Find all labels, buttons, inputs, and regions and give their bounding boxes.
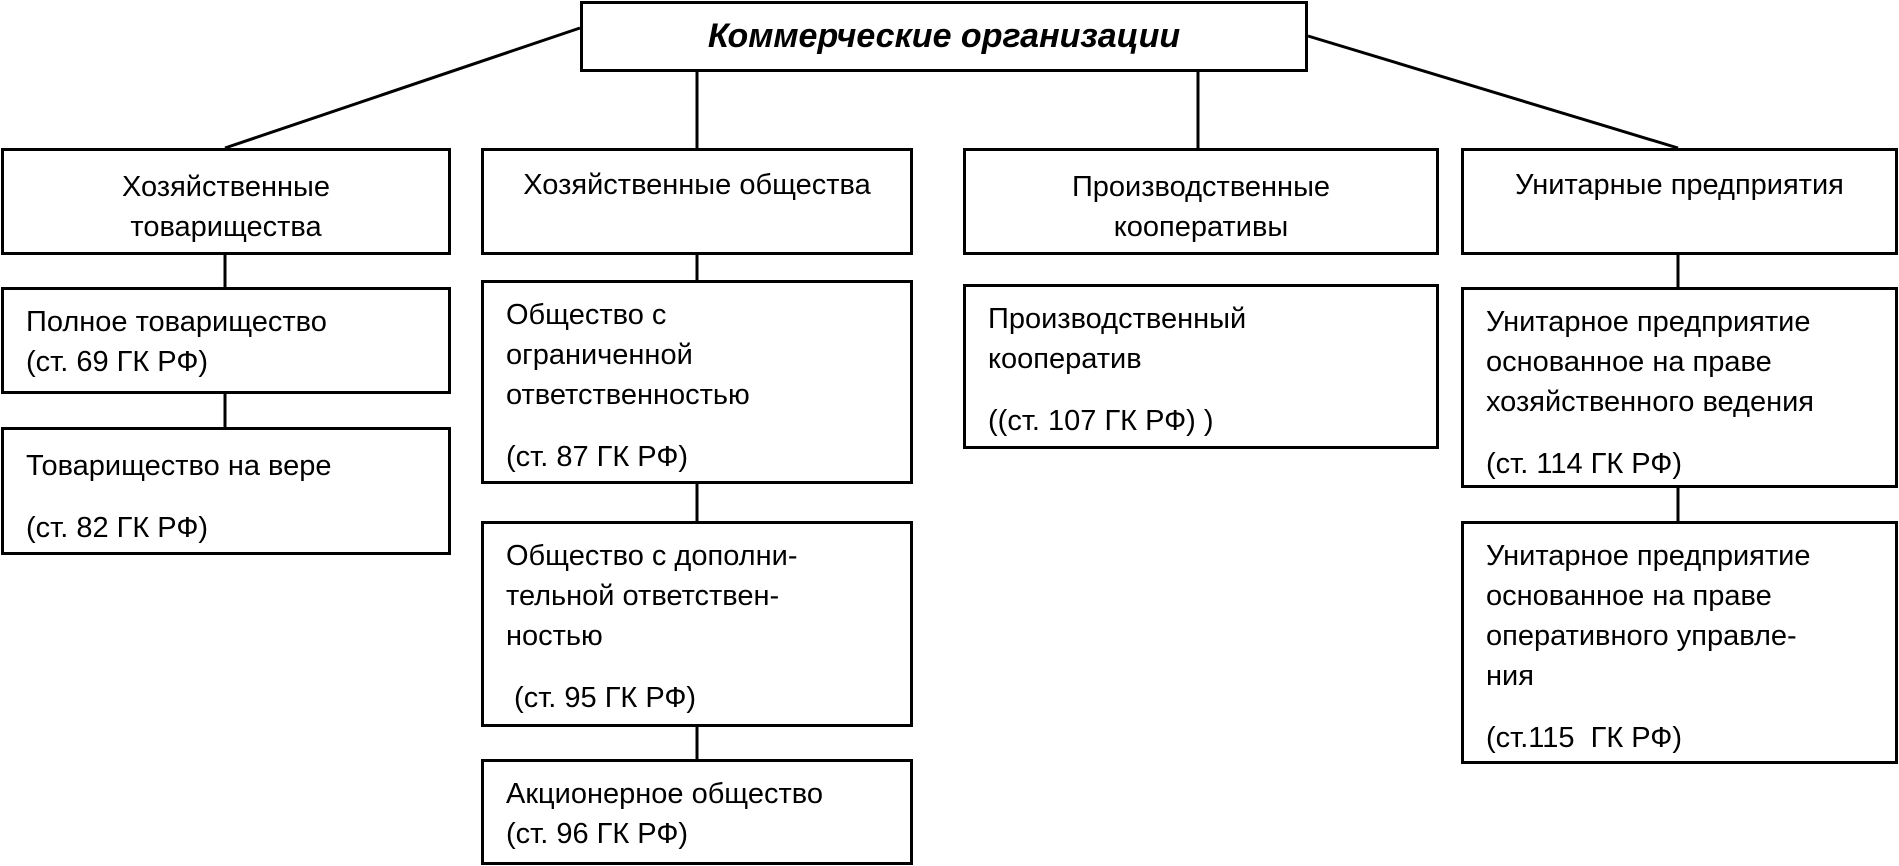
node-article-reference: (ст.115 ГК РФ) [1486, 722, 1683, 754]
node-label-line: ограниченной [506, 339, 693, 371]
connector-root-to-partnerships [224, 26, 581, 150]
node-article-reference: (ст. 96 ГК РФ) [506, 818, 689, 850]
node-article-reference: (ст. 69 ГК РФ) [26, 346, 209, 378]
category-production-cooperatives: Производственные кооперативы [963, 148, 1439, 255]
node-label-line: оперативного управле- [1486, 620, 1797, 652]
node-article-reference: (ст. 87 ГК РФ) [506, 441, 689, 473]
node-label-line: тельной ответствен- [506, 580, 780, 612]
node-article-reference: ((ст. 107 ГК РФ) ) [988, 405, 1214, 437]
category-unitary-enterprises: Унитарные предприятия [1461, 148, 1898, 255]
node-article-reference: (ст. 95 ГК РФ) [506, 682, 697, 714]
node-label-line: Унитарное предприятие [1486, 306, 1811, 338]
category-label-line: Хозяйственные [121, 171, 330, 203]
node-label-line: ностью [506, 620, 603, 652]
node-article-reference: (ст. 82 ГК РФ) [26, 512, 209, 544]
node-limited-partnership: Товарищество на вере (ст. 82 ГК РФ) [1, 427, 451, 555]
node-label-line: ответственностью [506, 379, 750, 411]
node-full-partnership: Полное товарищество (ст. 69 ГК РФ) [1, 287, 451, 394]
node-label-line: Общество с [506, 299, 667, 331]
node-label-line: Товарищество на вере [26, 450, 332, 482]
node-unitary-operational-management: Унитарное предприятие основанное на прав… [1461, 521, 1898, 764]
node-label-line: основанное на праве [1486, 346, 1772, 378]
node-label-line: Акционерное общество [506, 778, 823, 810]
root-node-commercial-organizations: Коммерческие организации [580, 1, 1308, 72]
node-label-line: Производственный [988, 303, 1247, 335]
root-node-title: Коммерческие организации [707, 17, 1181, 55]
node-label-line: Общество с дополни- [506, 540, 798, 572]
category-business-societies: Хозяйственные общества [481, 148, 913, 255]
node-unitary-economic-management: Унитарное предприятие основанное на прав… [1461, 287, 1898, 488]
node-label-line: ния [1486, 660, 1534, 692]
node-label-line: кооператив [988, 343, 1142, 375]
category-label-line: Хозяйственные общества [523, 169, 871, 201]
category-label-line: Унитарные предприятия [1515, 169, 1844, 201]
node-label-line: Унитарное предприятие [1486, 540, 1811, 572]
node-label-line: хозяйственного ведения [1486, 386, 1814, 418]
node-limited-liability-company: Общество с ограниченной ответственностью… [481, 280, 913, 484]
category-label-line: товарищества [130, 211, 322, 243]
node-label-line: Полное товарищество [26, 306, 327, 338]
category-label-line: Производственные [1071, 171, 1331, 203]
node-production-cooperative: Производственный кооператив ((ст. 107 ГК… [963, 284, 1439, 449]
connector-root-to-unitary [1307, 34, 1679, 150]
node-additional-liability-company: Общество с дополни- тельной ответствен- … [481, 521, 913, 727]
category-business-partnerships: Хозяйственные товарищества [1, 148, 451, 255]
node-label-line: основанное на праве [1486, 580, 1772, 612]
category-label-line: кооперативы [1113, 211, 1289, 243]
node-joint-stock-company: Акционерное общество (ст. 96 ГК РФ) [481, 759, 913, 865]
node-article-reference: (ст. 114 ГК РФ) [1486, 448, 1683, 480]
